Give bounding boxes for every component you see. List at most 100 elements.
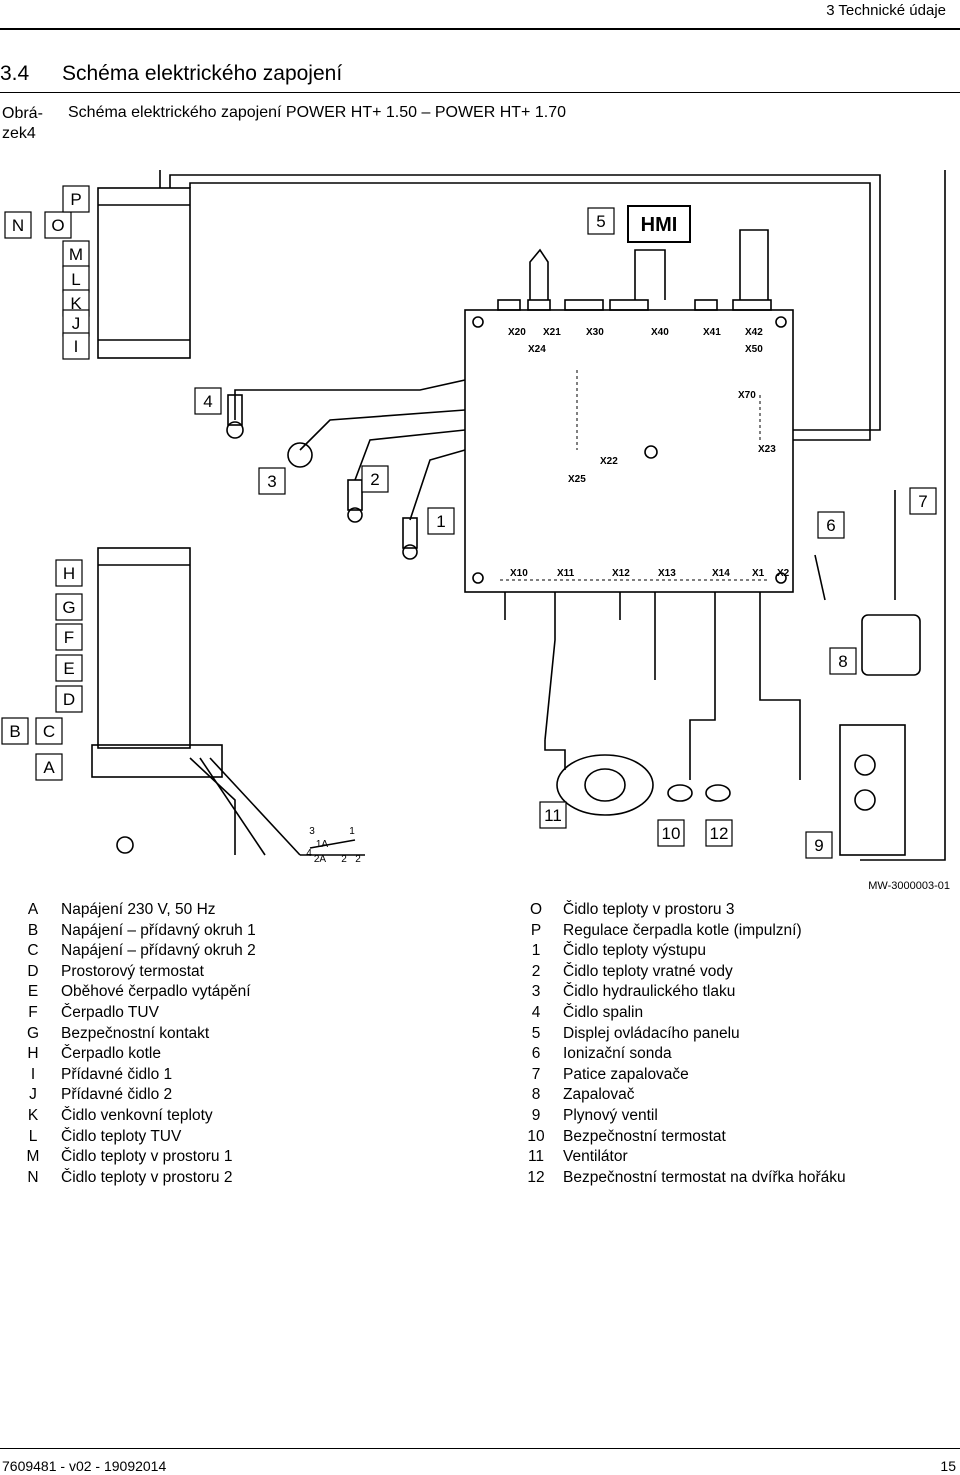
connector-label: X42 (745, 327, 763, 338)
legend-left-text: Čidlo venkovní teploty (61, 1106, 213, 1124)
legend-left-item: C Napájení – přídavný okruh 2 (22, 941, 256, 962)
legend-right-key: 4 (531, 1003, 541, 1021)
legend-left-key: C (27, 942, 39, 960)
legend-left-key: N (27, 1168, 39, 1186)
figure-label: Obrá- zek4 (2, 105, 43, 142)
section-title: Schéma elektrického zapojení (62, 62, 343, 85)
legend-left-text: Čidlo teploty v prostoru 2 (61, 1168, 233, 1186)
figure-code: MW-3000003-01 (868, 880, 950, 892)
connector-label: X2 (777, 568, 790, 579)
legend-left-text: Napájení 230 V, 50 Hz (61, 901, 216, 918)
label-D: D (63, 690, 75, 709)
ignitor (861, 614, 921, 676)
legend-left-key: J (29, 1086, 37, 1104)
label-7: 7 (918, 492, 927, 511)
connector-label: X20 (508, 327, 526, 338)
section-rule (0, 92, 960, 93)
svg-text:4: 4 (306, 848, 312, 859)
label-C: C (43, 722, 55, 741)
legend-right-text: Čidlo teploty v prostoru 3 (563, 901, 735, 918)
legend-right-text: Bezpečnostní termostat (563, 1127, 726, 1145)
legend-right-text: Displej ovládacího panelu (563, 1024, 740, 1042)
label-12: 12 (710, 824, 729, 843)
legend-right-item: 5 Displej ovládacího panelu (516, 1024, 846, 1045)
connector-label: X1 (752, 568, 765, 579)
legend-left-key: M (26, 1148, 40, 1166)
connector-label: X40 (651, 327, 669, 338)
connector-label: X22 (600, 456, 618, 467)
legend-right-key: 9 (531, 1106, 541, 1124)
legend-right-text: Plynový ventil (563, 1106, 658, 1124)
connector-label: X21 (543, 327, 561, 338)
connector-label: X30 (586, 327, 604, 338)
label-6: 6 (826, 516, 835, 535)
legend-left-item: N Čidlo teploty v prostoru 2 (22, 1168, 256, 1189)
legend-right-key: 7 (531, 1065, 541, 1083)
legend-right-key: 10 (527, 1127, 545, 1145)
label-F: F (64, 628, 74, 647)
legend-left-key: G (26, 1024, 40, 1042)
legend-right-item: O Čidlo teploty v prostoru 3 (516, 900, 846, 921)
footer-rule (0, 1448, 960, 1449)
connector-label: X10 (510, 568, 528, 579)
label-P: P (70, 190, 81, 209)
label-G: G (62, 598, 75, 617)
connector-label: X24 (528, 344, 546, 355)
legend-left-key: L (28, 1127, 38, 1145)
chapter-header: 3 Technické údaje (826, 2, 946, 19)
legend-right-key: 11 (527, 1148, 545, 1166)
page-number: 15 (940, 1458, 956, 1474)
legend-left-text: Napájení – přídavný okruh 2 (61, 942, 256, 960)
legend-left-text: Přídavné čidlo 2 (61, 1086, 173, 1104)
legend-left-key: E (27, 983, 39, 1001)
terminal-block-top (97, 187, 191, 359)
legend-left-key: B (27, 921, 39, 939)
legend-right-text: Čidlo hydraulického tlaku (563, 983, 736, 1001)
svg-text:2: 2 (341, 854, 347, 865)
svg-text:1A: 1A (316, 839, 329, 850)
label-I: I (74, 337, 79, 356)
legend-right-key: 6 (531, 1045, 541, 1063)
legend-right-key: 8 (531, 1086, 541, 1104)
label-11: 11 (544, 806, 562, 825)
svg-text:2: 2 (355, 854, 361, 865)
legend-right-key: O (529, 901, 543, 918)
legend-right-item: 9 Plynový ventil (516, 1106, 846, 1127)
legend-right-text: Zapalovač (563, 1086, 635, 1104)
gas-valve (839, 724, 906, 856)
label-10: 10 (662, 824, 681, 843)
svg-text:1: 1 (349, 826, 355, 837)
label-L: L (71, 270, 80, 289)
legend-right-key: 1 (531, 942, 541, 960)
legend-right-text: Bezpečnostní termostat na dvířka hořáku (563, 1168, 846, 1186)
connector-label: X41 (703, 327, 721, 338)
legend-left-key: I (30, 1065, 36, 1083)
label-K: K (70, 294, 82, 313)
terminal-block-bottom (97, 547, 191, 749)
connector-label: X12 (612, 568, 630, 579)
section-number: 3.4 (0, 62, 30, 85)
legend-right-key: P (530, 921, 542, 939)
main-pcb (464, 309, 794, 593)
legend-left-text: Čerpadlo kotle (61, 1045, 161, 1063)
label-3: 3 (267, 472, 276, 491)
label-9: 9 (814, 836, 823, 855)
legend-right-key: 5 (531, 1024, 541, 1042)
label-O: O (51, 216, 64, 235)
